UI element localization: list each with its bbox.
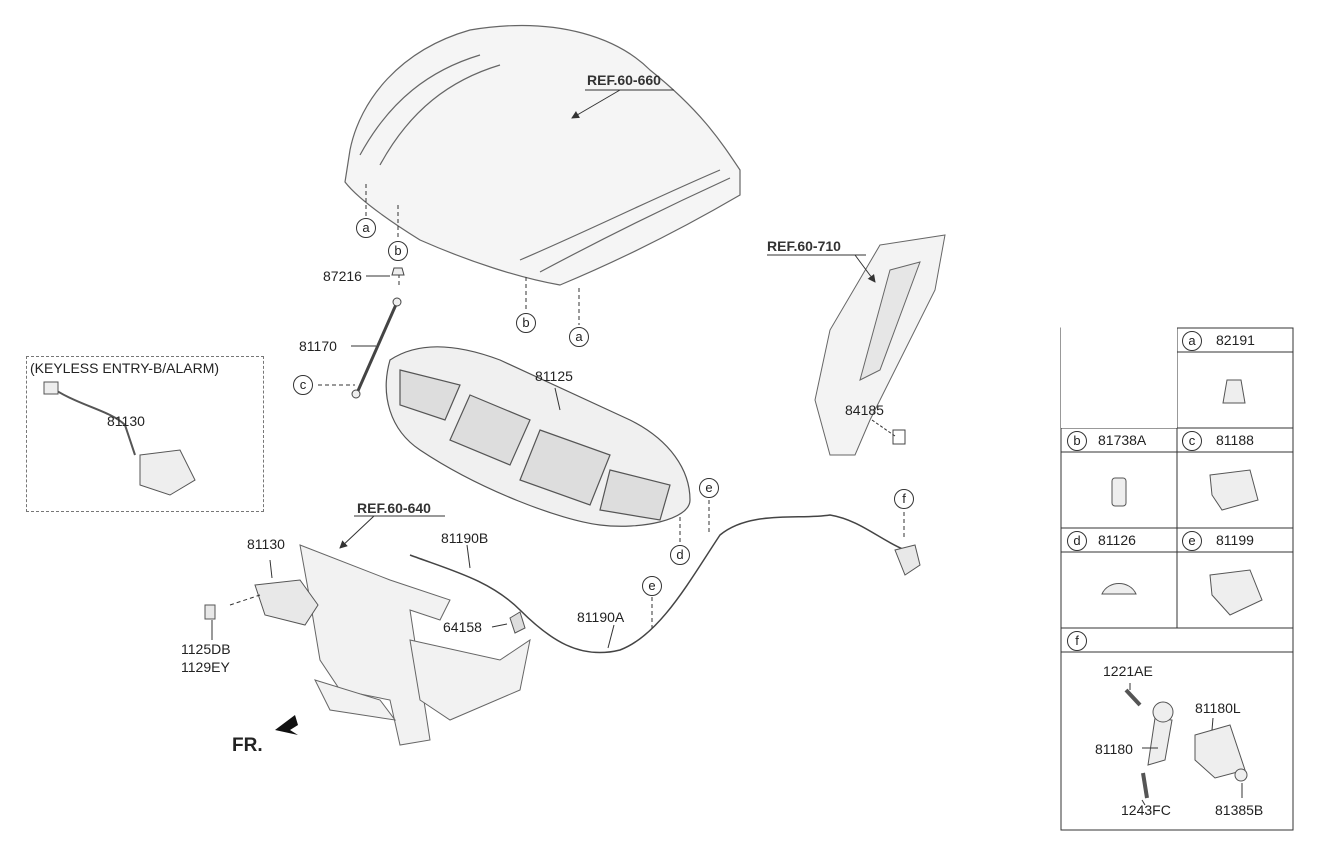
part-81130: 81130 <box>247 536 285 552</box>
callout-f: f <box>894 489 914 509</box>
legend-f-part-81180: 81180 <box>1095 741 1133 757</box>
hood-stay <box>351 267 405 399</box>
part-1129EY: 1129EY <box>181 659 230 675</box>
legend-f-part-81385B: 81385B <box>1215 802 1264 818</box>
release-cable <box>409 514 906 654</box>
release-handle <box>894 544 921 576</box>
keyless-latch <box>43 381 196 496</box>
legend-c-letter: c <box>1182 431 1202 451</box>
hood-latch <box>204 579 319 626</box>
part-81190A: 81190A <box>577 609 625 625</box>
callout-d: d <box>670 545 690 565</box>
ref-hood-label: REF.60-660 <box>587 72 661 88</box>
part-81190B: 81190B <box>441 530 489 546</box>
legend-b-letter: b <box>1067 431 1087 451</box>
keyless-variant-box <box>26 356 264 512</box>
legend-f-part-1221AE: 1221AE <box>1103 663 1153 679</box>
legend-icons <box>1101 379 1263 799</box>
part-1125DB: 1125DB <box>181 641 231 657</box>
front-direction-label: FR. <box>232 735 263 756</box>
callout-e-1: e <box>699 478 719 498</box>
part-64158: 64158 <box>443 619 482 635</box>
callout-a-1: a <box>356 218 376 238</box>
legend-a-letter: a <box>1182 331 1202 351</box>
legend-a-part: 82191 <box>1216 332 1255 348</box>
legend-d-letter: d <box>1067 531 1087 551</box>
part-84185: 84185 <box>845 402 884 418</box>
legend-e-part: 81199 <box>1216 532 1254 548</box>
part-87216: 87216 <box>323 268 362 284</box>
part-81170: 81170 <box>299 338 337 354</box>
legend-e-letter: e <box>1182 531 1202 551</box>
ref-radiator-support-label: REF.60-640 <box>357 500 431 516</box>
callout-e-2: e <box>642 576 662 596</box>
keyless-variant-title: (KEYLESS ENTRY-B/ALARM) <box>30 360 220 376</box>
legend-d-part: 81126 <box>1098 532 1136 548</box>
part-81130-keyless: 81130 <box>107 413 145 429</box>
part-81125: 81125 <box>535 368 573 384</box>
side-panel <box>814 234 946 456</box>
legend-c-part: 81188 <box>1216 432 1254 448</box>
legend-f-part-81180L: 81180L <box>1195 700 1241 716</box>
hood-insulator-pad <box>385 346 691 527</box>
radiator-support <box>299 544 531 746</box>
legend-f-part-1243FC: 1243FC <box>1121 802 1171 818</box>
legend-b-part: 81738A <box>1098 432 1147 448</box>
callout-c: c <box>293 375 313 395</box>
callout-b-2: b <box>516 313 536 333</box>
callout-b-1: b <box>388 241 408 261</box>
ref-side-panel-label: REF.60-710 <box>767 238 841 254</box>
callout-a-2: a <box>569 327 589 347</box>
legend-f-letter: f <box>1067 631 1087 651</box>
